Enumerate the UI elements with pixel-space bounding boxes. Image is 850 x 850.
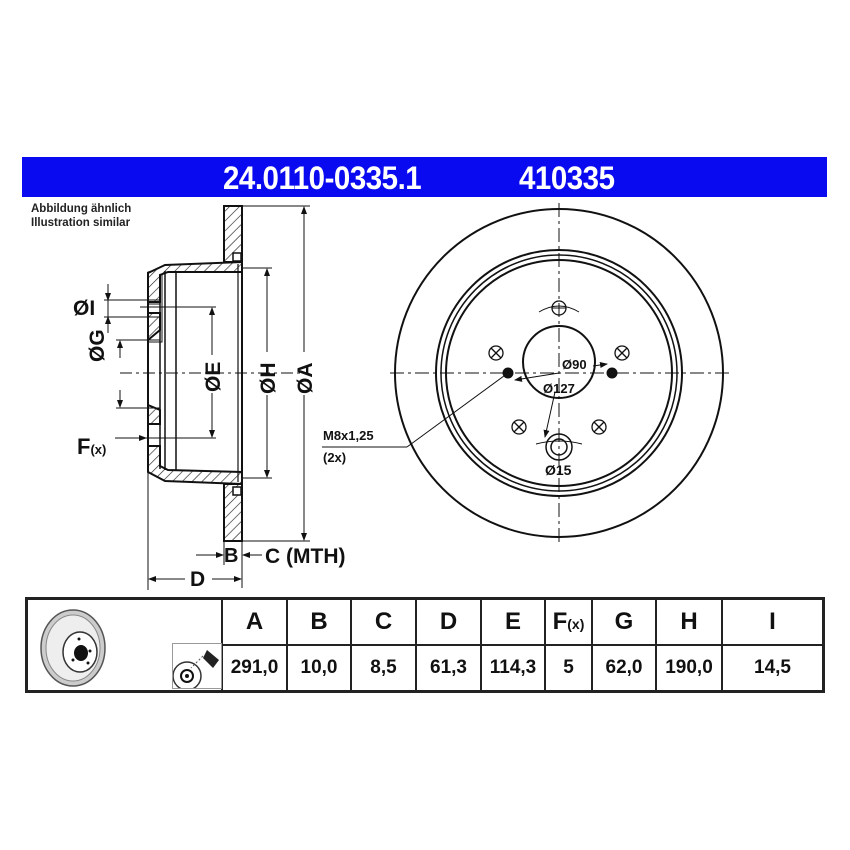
header-b: B [286, 597, 352, 646]
label-dia-90: Ø90 [562, 357, 587, 372]
short-number: 410335 [519, 160, 615, 196]
value-g: 62,0 [591, 644, 657, 693]
label-b: B [224, 545, 239, 567]
value-d: 61,3 [415, 644, 482, 693]
value-b: 10,0 [286, 644, 352, 693]
label-dia-15: Ø15 [545, 462, 572, 478]
label-dia-a: ØA [294, 362, 317, 395]
value-f: 5 [544, 644, 593, 693]
header-c: C [350, 597, 417, 646]
label-dia-e: ØE [202, 361, 225, 392]
label-dia-h: ØH [257, 362, 280, 395]
side-section-view [104, 205, 310, 590]
header-a: A [221, 597, 288, 646]
thumbnail-cell [25, 597, 223, 693]
spray-cleaning-icon [172, 643, 222, 689]
header-i: I [721, 597, 825, 646]
technical-drawing [104, 203, 730, 590]
front-disc-view [322, 203, 730, 546]
part-number: 24.0110-0335.1 [223, 160, 422, 196]
value-a: 291,0 [221, 644, 288, 693]
illustration-note: Abbildung ähnlich Illustration similar [31, 202, 131, 230]
table-values-row: 291,0 10,0 8,5 61,3 114,3 5 62,0 190,0 1… [27, 644, 825, 693]
header-g: G [591, 597, 657, 646]
label-dia-127: Ø127 [543, 381, 575, 396]
label-thread: M8x1,25 [323, 428, 374, 443]
brake-disc-thumbnail-icon [40, 609, 106, 687]
label-d: D [190, 568, 206, 591]
label-thread-count: (2x) [323, 450, 347, 465]
note-german: Abbildung ähnlich [31, 203, 132, 215]
header-e: E [480, 597, 546, 646]
header-d: D [415, 597, 482, 646]
label-dia-i: ØI [73, 297, 96, 320]
value-e: 114,3 [480, 644, 546, 693]
header-f: F(x) [544, 597, 593, 646]
label-f: F(x) [77, 434, 107, 459]
value-i: 14,5 [721, 644, 825, 693]
value-h: 190,0 [655, 644, 723, 693]
title-banner: 24.0110-0335.1 410335 [22, 157, 827, 197]
table-header-row: A B C D E F(x) G H I [25, 597, 825, 693]
label-dia-g: ØG [86, 329, 109, 362]
note-english: Illustration similar [31, 217, 131, 229]
dimensions-table: A B C D E F(x) G H I 291,0 10,0 8,5 61,3… [25, 597, 825, 693]
value-c: 8,5 [350, 644, 417, 693]
header-h: H [655, 597, 723, 646]
label-c-mth: C (MTH) [265, 545, 346, 568]
